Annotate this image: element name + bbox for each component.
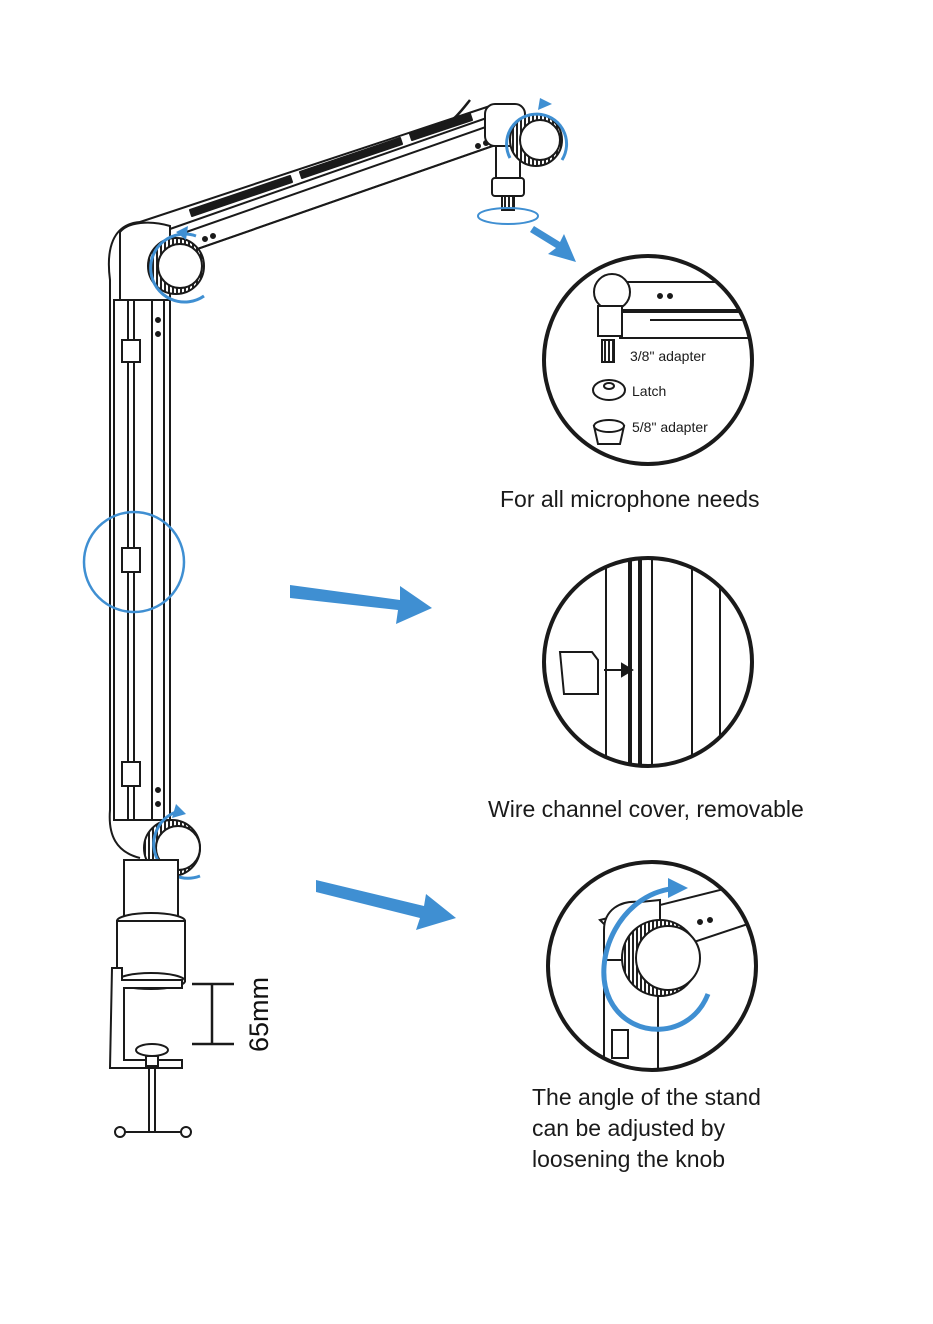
adapter-5-8-label: 5/8" adapter: [632, 419, 708, 435]
angle-caption-line-1: The angle of the stand: [532, 1082, 761, 1113]
angle-caption-line-3: loosening the knob: [532, 1144, 725, 1175]
desk-clamp: [110, 860, 191, 1137]
clamp-dimension-marker: [192, 984, 234, 1044]
arrow-to-adapter-detail: [530, 226, 576, 262]
angle-caption-line-2: can be adjusted by: [532, 1113, 725, 1144]
arrow-to-wire-detail: [290, 585, 432, 624]
adapter-3-8-label: 3/8" adapter: [630, 348, 706, 364]
horizontal-arm: [140, 100, 510, 262]
knob-detail-circle: [548, 862, 760, 1080]
clamp-opening-label: 65mm: [244, 977, 275, 1052]
upper-left-knob: [120, 223, 204, 302]
mic-caption: For all microphone needs: [500, 484, 760, 515]
vertical-arm: [109, 222, 170, 858]
wire-channel-detail-circle: [544, 540, 752, 790]
arrow-to-knob-detail: [316, 880, 456, 930]
latch-label: Latch: [632, 383, 666, 399]
wire-caption: Wire channel cover, removable: [488, 794, 804, 825]
